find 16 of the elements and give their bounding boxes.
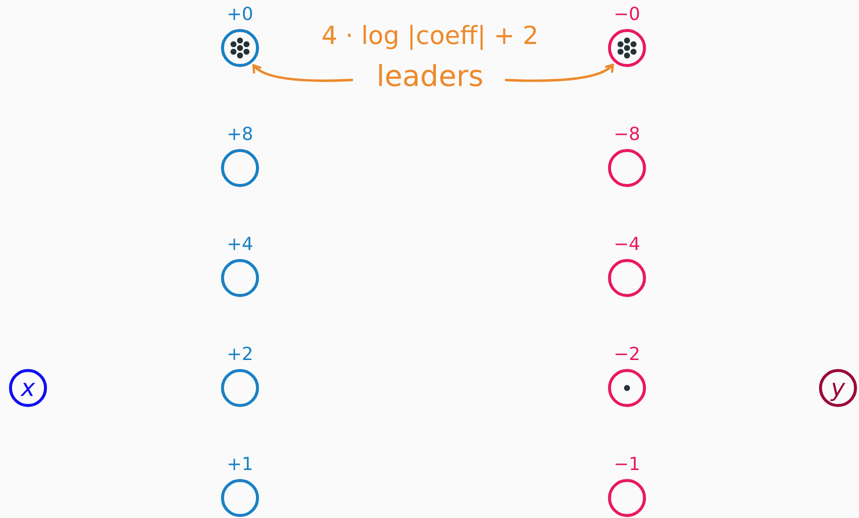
variable-label: x xyxy=(20,376,36,400)
sign-label: −2 xyxy=(612,345,642,365)
sign-label: +4 xyxy=(226,235,254,255)
curved-arrow xyxy=(504,64,614,82)
sign-label: +2 xyxy=(226,345,254,365)
variable-label: y xyxy=(830,376,846,400)
curved-arrow xyxy=(252,64,354,82)
sign-label: +8 xyxy=(226,125,254,145)
sign-label: +1 xyxy=(226,455,254,475)
sign-label: −0 xyxy=(612,5,642,25)
sign-label: −8 xyxy=(612,125,642,145)
sign-label: −4 xyxy=(612,235,642,255)
formula-text: 4 · log |coeff| + 2 xyxy=(321,20,539,52)
sign-label: −1 xyxy=(612,455,642,475)
sign-label: +0 xyxy=(226,5,254,25)
annotation-text: leaders xyxy=(376,58,484,95)
